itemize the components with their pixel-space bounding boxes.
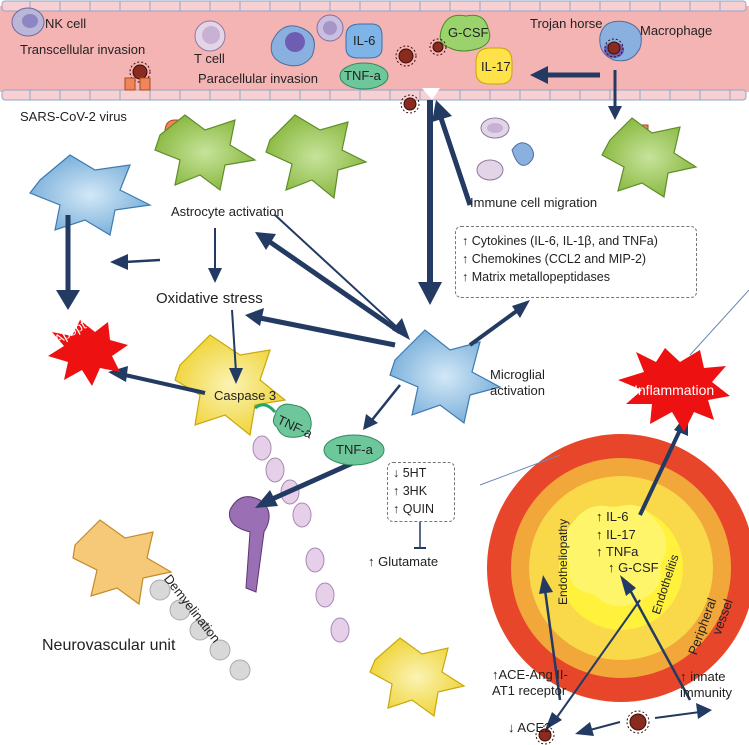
macrophage-label: Macrophage [640, 23, 713, 38]
migrated-immune-cells [476, 117, 534, 181]
virus-icon [626, 710, 650, 734]
tnf-receptor [254, 403, 277, 413]
oligodendrocyte-cell [72, 519, 173, 606]
t-cell-icon [194, 20, 226, 52]
innate-immunity-label-1: ↑ innate [680, 669, 726, 684]
tnfa-free-label: TNF-a [336, 442, 373, 457]
inflammation-burst [618, 348, 730, 432]
trojan-horse-label: Trojan horse [530, 16, 603, 31]
virus-icon [535, 725, 555, 745]
endotheliopathy-label: Endotheliopathy [556, 518, 570, 605]
chemokine-item: ↑ Chemokines (CCL2 and MIP-2) [462, 252, 647, 267]
astrocyte-cell [154, 114, 698, 200]
t-cell-label: T cell [194, 51, 225, 66]
il6-blob [345, 23, 383, 59]
cell-junctions [29, 1, 731, 100]
ace2-label: ↓ ACE2 [508, 720, 552, 735]
nk-cell-icon [11, 7, 45, 37]
tnfa-blob [339, 62, 389, 90]
cytokine-box [455, 226, 697, 298]
serotonin-item: ↓ 5HT [393, 466, 427, 480]
ace-ang-label-1: ↑ACE-Ang II- [492, 667, 568, 682]
peripheral-tnfa-label: ↑ TNFa [596, 544, 639, 559]
hydroxykynurenine-item: ↑ 3HK [393, 484, 428, 499]
neuron-cell [174, 334, 466, 718]
il6-label: IL-6 [353, 33, 376, 48]
transcellular-label: Transcellular invasion [20, 42, 146, 57]
paracellular-label: Paracellular invasion [198, 71, 318, 86]
oxidative-stress-label: Oxidative stress [156, 290, 263, 307]
metabolite-box [387, 462, 455, 522]
virus-label: SARS-CoV-2 virus [20, 109, 127, 124]
nk-cell-label: NK cell [45, 16, 87, 31]
gcsf-blob [439, 14, 491, 52]
arrows [56, 66, 712, 736]
gcsf-label: G-CSF [448, 25, 489, 40]
innate-immunity-label-2: immunity [680, 685, 733, 700]
virus-icon [429, 38, 447, 56]
peripheral-vessel [487, 434, 749, 702]
microglial-activation-label-2: activation [490, 383, 545, 398]
metabolite-list: ↓ 5HT ↑ 3HK ↑ QUIN [393, 464, 434, 518]
caspase-label: Caspase 3 [214, 388, 277, 403]
ace-ang-label-2: AT1 receptor [492, 683, 567, 698]
il17-blob [475, 47, 513, 85]
demyelinated-axon [149, 579, 251, 681]
peripheral-il6-label: ↑ IL-6 [596, 509, 629, 524]
apoptosis-burst [48, 320, 128, 386]
myelinated-axon [252, 435, 350, 643]
monocyte-icon [270, 14, 344, 67]
cytokine-list: ↑ Cytokines (IL-6, IL-1β, and TNFa) ↑ Ch… [462, 232, 658, 286]
virus-icon [395, 45, 417, 67]
microglia-cell [389, 329, 502, 425]
tnfa-bound-blob [272, 403, 312, 438]
endothelial-cell-row-top [1, 0, 747, 12]
virus-icon [400, 94, 420, 114]
peripheral-gcsf-label: ↑ G-CSF [608, 560, 659, 575]
tnfa-free-blob [323, 434, 385, 466]
astrocyte-activation-label: Astrocyte activation [171, 204, 284, 219]
reactive-astrocyte [29, 154, 152, 236]
virus-icon [604, 38, 624, 58]
cytokine-item: ↑ Cytokines (IL-6, IL-1β, and TNFa) [462, 234, 658, 248]
glutamate-label: ↑ Glutamate [368, 554, 439, 569]
quinolinic-item: ↑ QUIN [393, 502, 434, 517]
neurovascular-unit-label: Neurovascular unit [42, 637, 176, 654]
endothelial-cell-row-bottom [1, 89, 747, 101]
panel-divider [479, 289, 749, 486]
macrophage-icon [599, 20, 642, 62]
il17-label: IL-17 [481, 59, 511, 74]
immune-migration-label: Immune cell migration [470, 195, 598, 210]
microglial-activation-label-1: Microglial [490, 367, 545, 382]
mmp-item: ↑ Matrix metallopeptidases [462, 270, 610, 285]
tnfa-label: TNF-a [344, 68, 381, 83]
inflammation-label: Inflammation [634, 382, 715, 398]
peripheral-il17-label: ↑ IL-17 [596, 527, 636, 542]
paracellular-gap [422, 88, 440, 100]
purple-neuron [228, 496, 270, 593]
